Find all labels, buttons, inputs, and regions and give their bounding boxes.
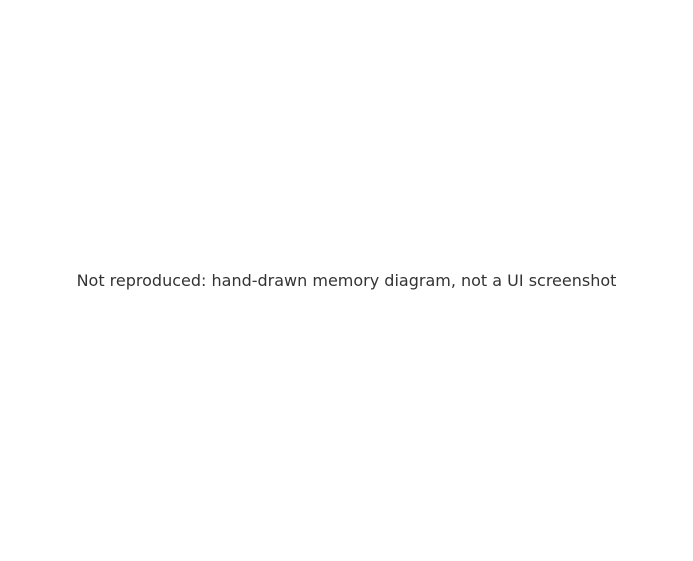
- refusal-notice: Not reproduced: hand-drawn memory diagra…: [76, 271, 617, 290]
